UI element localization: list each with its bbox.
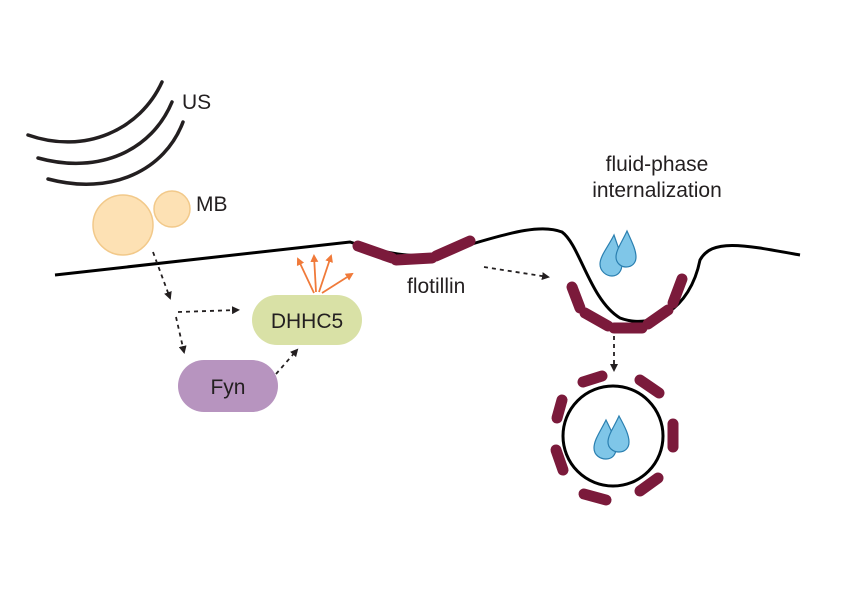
microbubbles [92, 190, 191, 256]
dhhc5-pill [252, 295, 362, 345]
ultrasound-wave-1 [26, 80, 164, 144]
fluid-phase-label-line1: fluid-phase [606, 153, 709, 176]
flotillin-segment [642, 304, 674, 330]
signal-arrow-fyn-to-dhhc5 [275, 348, 299, 375]
microbubble-label: MB [196, 193, 228, 216]
ultrasound-wave-3 [46, 120, 185, 186]
activation-arrow [296, 257, 315, 294]
flotillin-segment [390, 252, 438, 266]
flotillin-segment [566, 281, 586, 314]
flotillin-segment [634, 374, 665, 399]
fyn-pill [178, 360, 278, 412]
microbubble-small [153, 190, 191, 228]
ultrasound-wave-2 [36, 100, 174, 166]
droplet-icon-right [607, 414, 630, 453]
activation-arrow [321, 272, 354, 294]
flotillin-segment [550, 444, 569, 476]
signaling-arrows [152, 251, 618, 375]
flotillin-segment [634, 472, 664, 497]
fyn-label: Fyn [210, 376, 245, 399]
flotillin-membrane-group [352, 235, 476, 266]
flotillin-pit-group [566, 273, 688, 334]
flotillin-segment [352, 240, 398, 264]
flotillin-segment [578, 488, 612, 506]
activation-arrow [310, 254, 319, 293]
activation-arrows [296, 254, 354, 294]
signal-arrow-to-dhhc5 [177, 306, 240, 315]
flotillin-vesicle-group [550, 370, 679, 506]
flotillin-segment [551, 394, 568, 424]
flotillin-label: flotillin [407, 275, 465, 298]
signal-arrow-mb-down [152, 251, 172, 300]
flotillin-segment [579, 307, 614, 332]
ultrasound-waves [26, 80, 185, 186]
dhhc5-label: DHHC5 [271, 310, 343, 333]
droplet-icon [599, 229, 637, 277]
flotillin-segment [430, 235, 476, 262]
signal-arrow-to-fyn [175, 316, 187, 354]
flotillin-segment [577, 370, 608, 388]
signal-arrow-flotillin-to-pit [483, 266, 550, 281]
droplet-icon [593, 414, 630, 460]
droplet-icon-right [615, 229, 637, 268]
microbubble-large [92, 194, 154, 256]
activation-arrow [318, 254, 333, 293]
fluid-phase-label-line2: internalization [592, 179, 722, 202]
ultrasound-label: US [182, 91, 211, 114]
flotillin-segment [667, 273, 688, 309]
